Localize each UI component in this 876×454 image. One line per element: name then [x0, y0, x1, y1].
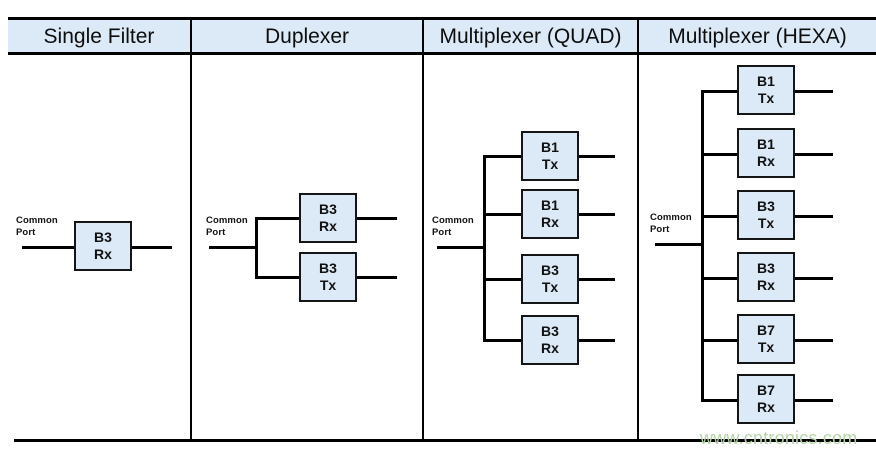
wire-branch-hexa-1: [701, 90, 739, 93]
wire-trunk-hexa: [701, 90, 704, 402]
wire-input-single-filter: [22, 246, 74, 249]
wire-trunk-stem-duplexer: [209, 246, 257, 249]
wire-output-hexa-5: [795, 339, 833, 342]
watermark-text: www.cntronics.com: [700, 428, 858, 448]
wire-trunk-stem-hexa: [655, 243, 703, 246]
common-port-label-single-filter: Common Port: [16, 215, 58, 238]
common-port-label-multiplexer-hexa: Common Port: [650, 212, 692, 235]
wire-branch-duplexer-1: [255, 217, 301, 220]
wire-branch-hexa-2: [701, 153, 739, 156]
wire-output-quad-4: [579, 339, 615, 342]
wire-output-hexa-3: [795, 215, 833, 218]
filter-box-quad-b3-tx: B3 Tx: [521, 254, 579, 304]
frame-bottom-rule: [14, 439, 876, 442]
header-bottom-rule: [8, 52, 876, 55]
filter-box-quad-b1-tx: B1 Tx: [521, 131, 579, 181]
wire-branch-hexa-6: [701, 399, 739, 402]
wire-output-duplexer-1: [357, 217, 397, 220]
filter-box-hexa-b3-tx: B3 Tx: [737, 190, 795, 240]
filter-box-duplexer-b3-tx: B3 Tx: [299, 252, 357, 302]
wire-output-quad-3: [579, 278, 615, 281]
wire-branch-quad-3: [483, 278, 523, 281]
wire-output-duplexer-2: [357, 276, 397, 279]
wire-output-quad-1: [579, 155, 615, 158]
common-port-label-duplexer: Common Port: [206, 215, 248, 238]
wire-output-quad-2: [579, 213, 615, 216]
common-port-label-multiplexer-quad: Common Port: [432, 215, 474, 238]
wire-branch-quad-1: [483, 155, 523, 158]
wire-output-hexa-2: [795, 153, 833, 156]
column-divider-3: [637, 17, 639, 442]
wire-branch-hexa-3: [701, 215, 739, 218]
wire-output-hexa-1: [795, 90, 833, 93]
wire-trunk-quad: [483, 155, 486, 342]
wire-branch-quad-4: [483, 339, 523, 342]
filter-box-quad-b1-rx: B1 Rx: [521, 189, 579, 239]
column-divider-2: [422, 17, 424, 442]
column-header-multiplexer-hexa: Multiplexer (HEXA): [668, 25, 847, 48]
filter-box-hexa-b1-tx: B1 Tx: [737, 65, 795, 115]
filter-box-duplexer-b3-rx: B3 Rx: [299, 193, 357, 243]
frame-top-rule: [8, 17, 876, 20]
wire-trunk-stem-quad: [437, 246, 485, 249]
filter-box-hexa-b7-tx: B7 Tx: [737, 314, 795, 364]
wire-branch-hexa-4: [701, 277, 739, 280]
filter-box-hexa-b1-rx: B1 Rx: [737, 128, 795, 178]
column-header-duplexer: Duplexer: [264, 25, 350, 48]
wire-output-hexa-6: [795, 399, 833, 402]
filter-box-quad-b3-rx: B3 Rx: [521, 315, 579, 365]
wire-trunk-duplexer: [255, 217, 258, 279]
wire-branch-duplexer-2: [255, 276, 301, 279]
column-header-multiplexer-quad: Multiplexer (QUAD): [439, 25, 622, 48]
wire-branch-quad-2: [483, 213, 523, 216]
header-band: [8, 20, 876, 52]
filter-box-b3-rx: B3 Rx: [74, 221, 132, 271]
column-divider-1: [190, 17, 192, 442]
filter-box-hexa-b3-rx: B3 Rx: [737, 252, 795, 302]
wire-output-single-filter-1: [132, 246, 172, 249]
filter-box-hexa-b7-rx: B7 Rx: [737, 374, 795, 424]
wire-branch-hexa-5: [701, 339, 739, 342]
wire-output-hexa-4: [795, 277, 833, 280]
column-header-single-filter: Single Filter: [43, 25, 155, 48]
